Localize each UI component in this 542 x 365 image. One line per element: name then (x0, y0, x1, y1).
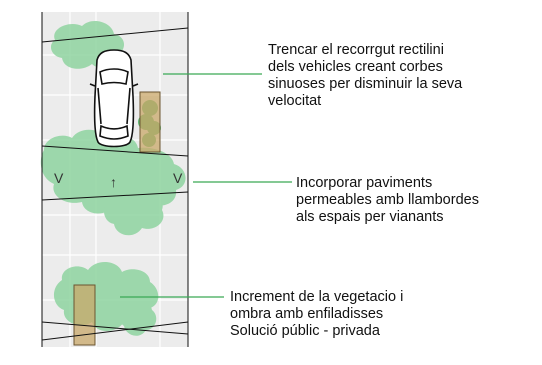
annotation-traffic-calming: Trencar el recorrgut rectilini dels vehi… (268, 42, 462, 110)
street-edges (41, 12, 189, 347)
annotation-line: Incorporar paviments (296, 175, 433, 191)
annotation-leaders (120, 73, 292, 298)
annotation-line: Trencar el recorrgut rectilini (268, 42, 444, 58)
annotation-line: velocitat (268, 93, 322, 109)
annotation-line: permeables amb llambordes (296, 192, 479, 208)
annotation-vegetation: Increment de la vegetacio i ombra amb en… (230, 289, 403, 340)
annotation-line: Increment de la vegetacio i (230, 289, 404, 305)
road-mark-left: V (54, 170, 64, 186)
direction-arrow-icon: ↑ (110, 174, 117, 190)
planter-box-top (139, 91, 161, 153)
annotation-line: als espais per vianants (296, 209, 444, 225)
tree-canopy-right (103, 187, 164, 236)
annotation-line: Solució públic - privada (230, 323, 380, 339)
annotation-line: sinuoses per disminuir la seva (268, 76, 463, 92)
road-mark-right: V (173, 170, 183, 186)
annotation-line: dels vehicles creant corbes (268, 59, 443, 75)
car-outline (89, 49, 139, 148)
annotation-line: ombra amb enfiladisses (230, 306, 384, 322)
planter-box-bottom (73, 284, 96, 346)
annotation-permeable-paving: Incorporar paviments permeables amb llam… (296, 175, 479, 226)
